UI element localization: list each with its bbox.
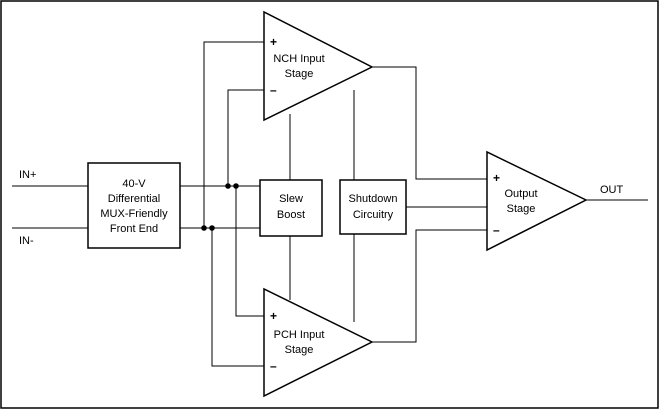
output-stage: + – Output Stage <box>486 150 588 252</box>
nch-minus-sign: – <box>270 83 277 97</box>
shutdown-label-line-2: Circuitry <box>353 209 394 221</box>
wires <box>12 41 648 367</box>
pch-plus-sign: + <box>270 309 277 323</box>
front-end-label-line-1: 40-V <box>122 178 146 190</box>
in-minus-label: IN- <box>19 235 34 247</box>
front-end-block: 40-V Differential MUX-Friendly Front End <box>87 162 181 249</box>
front-end-label-line-2: Differential <box>108 193 160 205</box>
front-end-label-line-4: Front End <box>110 223 158 235</box>
nch-plus-sign: + <box>270 35 277 49</box>
pch-input-stage: + – PCH Input Stage <box>263 287 374 398</box>
slew-boost-label-line-2: Boost <box>277 209 305 221</box>
output-stage-label-line-2: Stage <box>507 203 536 215</box>
nch-input-stage: + – NCH Input Stage <box>263 10 374 122</box>
pch-label-line-1: PCH Input <box>274 329 325 341</box>
nch-label-line-2: Stage <box>285 68 314 80</box>
in-plus-label: IN+ <box>19 169 36 181</box>
shutdown-block: Shutdown Circuitry <box>339 179 407 235</box>
output-stage-label-line-1: Output <box>504 188 537 200</box>
output-plus-sign: + <box>493 171 500 185</box>
out-label: OUT <box>600 184 624 196</box>
pch-minus-sign: – <box>270 359 277 373</box>
slew-boost-block: Slew Boost <box>259 179 323 237</box>
nch-label-line-1: NCH Input <box>273 53 324 65</box>
pch-label-line-2: Stage <box>285 344 314 356</box>
junction-dots <box>201 183 239 231</box>
front-end-label-line-3: MUX-Friendly <box>100 208 168 220</box>
slew-boost-label-line-1: Slew <box>279 193 303 205</box>
output-minus-sign: – <box>493 223 500 237</box>
shutdown-label-line-1: Shutdown <box>349 193 398 205</box>
